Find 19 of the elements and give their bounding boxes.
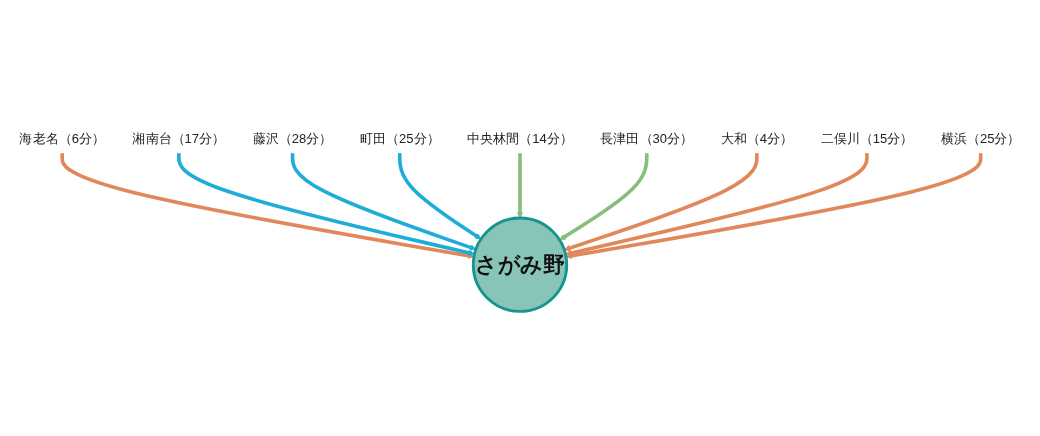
node-text: 二俣川（15分） [820, 131, 914, 146]
arrow [60, 152, 475, 259]
arrow [564, 152, 759, 252]
arrow [565, 152, 983, 259]
arrow [397, 152, 482, 240]
node-text: 藤沢（28分） [252, 131, 333, 146]
arrow [516, 152, 524, 219]
node-circle: さがみ野 [471, 216, 569, 313]
node-text: 横浜（25分） [940, 131, 1021, 146]
node-text: 中央林間（14分） [467, 131, 573, 146]
node-text: 海老名（6分） [19, 131, 105, 146]
arrow [177, 152, 475, 256]
node-text: 町田（25分） [359, 131, 440, 146]
node-text: 湘南台（17分） [132, 131, 226, 146]
arrow [565, 152, 869, 257]
node-text: 長津田（30分） [600, 131, 694, 146]
arrow [559, 152, 649, 241]
node-text: 大和（4分） [720, 131, 794, 146]
arrow [290, 152, 477, 251]
